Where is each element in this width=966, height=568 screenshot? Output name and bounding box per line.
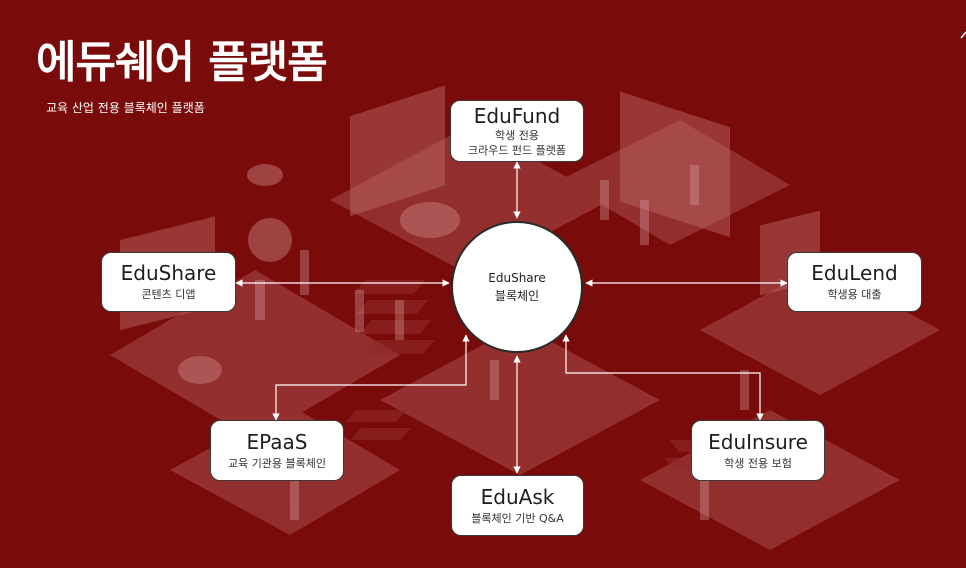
edulend-desc: 학생용 대출 [827, 288, 882, 301]
node-epaas: EPaaS 교육 기관용 블록체인 [210, 420, 344, 481]
edushare-name: EduShare [120, 261, 217, 285]
node-eduinsure: EduInsure 학생 전용 보험 [691, 420, 825, 481]
edushare-blockchain-hub: EduShare 블록체인 [451, 221, 583, 353]
node-edufund: EduFund 학생 전용 크라우드 펀드 플랫폼 [450, 100, 584, 162]
node-edushare: EduShare 콘텐츠 디앱 [101, 252, 236, 312]
slide-edge-bracket-icon [960, 31, 966, 39]
page-title: 에듀쉐어 플랫폼 [36, 37, 328, 88]
node-eduask: EduAsk 블록체인 기반 Q&A [451, 475, 584, 536]
edufund-desc1: 학생 전용 [495, 128, 539, 142]
hub-line1: EduShare [488, 271, 546, 285]
epaas-desc: 교육 기관용 블록체인 [227, 456, 327, 470]
page-subtitle: 교육 산업 전용 블록체인 플랫폼 [46, 101, 205, 115]
node-edulend: EduLend 학생용 대출 [787, 252, 922, 312]
epaas-name: EPaaS [246, 429, 308, 454]
edushare-desc: 콘텐츠 디앱 [141, 288, 196, 301]
eduask-name: EduAsk [480, 484, 555, 509]
eduinsure-desc: 학생 전용 보험 [724, 456, 792, 470]
eduinsure-name: EduInsure [708, 429, 808, 454]
edufund-name: EduFund [473, 103, 561, 128]
edulend-name: EduLend [811, 261, 898, 285]
eduask-desc: 블록체인 기반 Q&A [471, 511, 564, 525]
edufund-desc2: 크라우드 펀드 플랫폼 [467, 143, 567, 157]
hub-line2: 블록체인 [494, 289, 540, 303]
